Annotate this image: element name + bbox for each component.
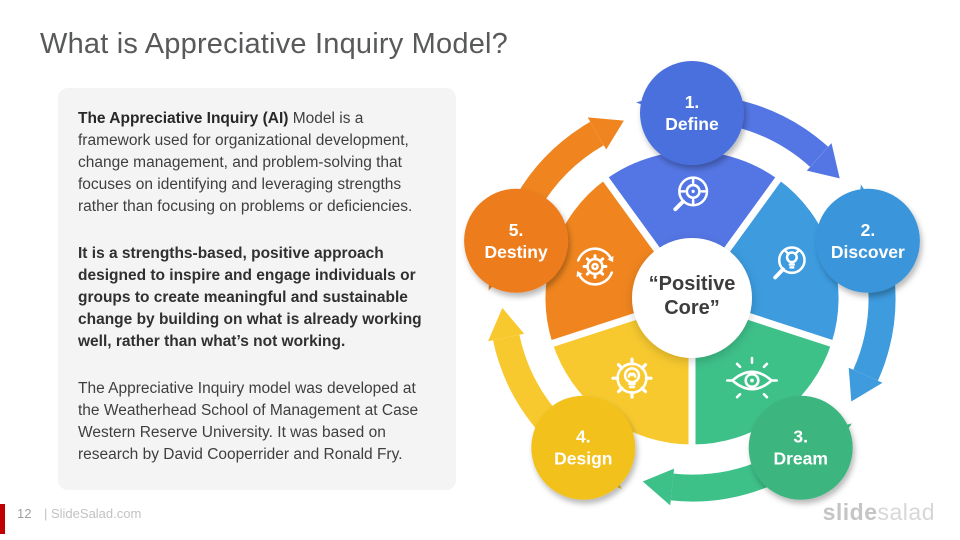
svg-text:Design: Design (554, 449, 612, 469)
ring-arrowhead-destiny (587, 117, 624, 150)
svg-text:Destiny: Destiny (484, 242, 547, 262)
positive-core-label: “Positive (649, 273, 736, 295)
svg-text:2.: 2. (861, 220, 876, 240)
stage-circle-discover: 2.Discover (815, 188, 920, 293)
stage-circle-destiny: 5.Destiny (464, 188, 569, 293)
logo-part-salad: salad (877, 499, 935, 525)
vision-eye-icon (726, 356, 778, 399)
paragraph-3-text: The Appreciative Inquiry model was devel… (78, 380, 419, 463)
svg-text:Dream: Dream (773, 449, 827, 469)
stage-circle-dream: 3.Dream (748, 395, 853, 500)
target-magnifier-icon (673, 176, 709, 212)
ring-arrowhead-discover (848, 367, 883, 402)
positive-core-circle (632, 238, 752, 358)
gear-cycle-icon (576, 247, 614, 286)
paragraph-2: It is a strengths-based, positive approa… (78, 243, 436, 353)
ring-arrowhead-dream (642, 468, 675, 506)
accent-bar (0, 504, 5, 534)
paragraph-1: The Appreciative Inquiry (AI) Model is a… (78, 108, 436, 218)
idea-magnifier-icon (773, 246, 806, 280)
body-textbox: The Appreciative Inquiry (AI) Model is a… (58, 88, 456, 490)
svg-text:3.: 3. (793, 427, 808, 447)
footer-site-text: | SlideSalad.com (44, 506, 142, 521)
paragraph-1-rest: Model is a framework used for organizati… (78, 110, 413, 215)
ring-arrowhead-define (806, 143, 840, 179)
paragraph-2-text: It is a strengths-based, positive approa… (78, 245, 422, 350)
svg-text:1.: 1. (685, 92, 700, 112)
svg-text:4.: 4. (576, 427, 591, 447)
svg-text:5.: 5. (509, 220, 524, 240)
logo-part-slide: slide (822, 499, 878, 525)
slide-title: What is Appreciative Inquiry Model? (40, 28, 508, 60)
svg-text:Core”: Core” (664, 297, 720, 319)
slidesalad-logo: slidesalad (823, 500, 935, 524)
page-number: 12 (17, 506, 32, 521)
paragraph-3: The Appreciative Inquiry model was devel… (78, 378, 436, 466)
svg-text:Discover: Discover (831, 242, 905, 262)
stage-circle-define: 1.Define (640, 61, 744, 165)
svg-text:Define: Define (665, 114, 719, 134)
gear-bulb-icon (611, 357, 653, 399)
ring-arrowhead-design (488, 307, 525, 342)
paragraph-1-lead: The Appreciative Inquiry (AI) (78, 110, 289, 127)
stage-circle-design: 4.Design (531, 395, 636, 500)
